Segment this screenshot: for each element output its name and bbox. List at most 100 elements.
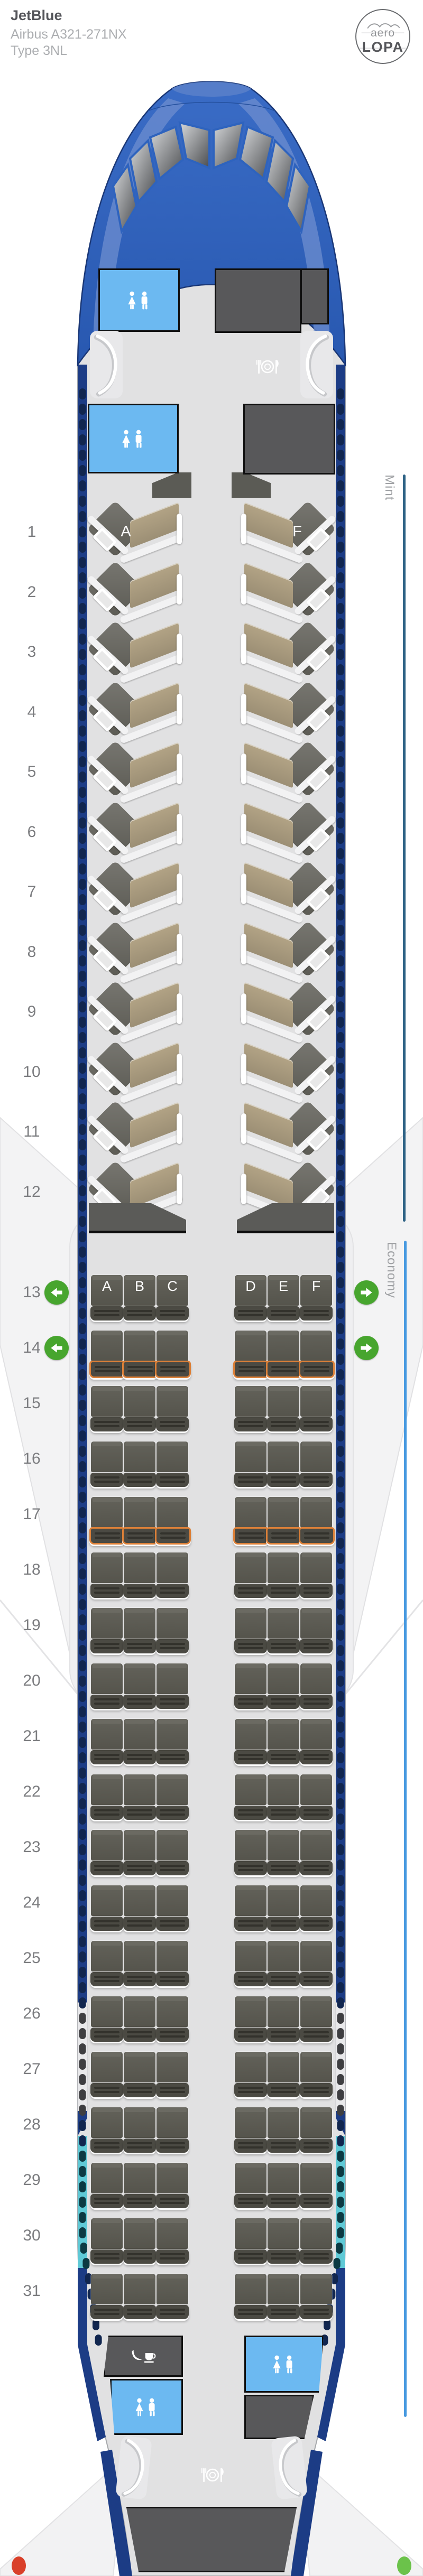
row-number-17: 17 bbox=[23, 1505, 41, 1523]
lavatory-rear-left bbox=[110, 2379, 183, 2435]
lavatory-front-left bbox=[98, 268, 180, 332]
seat-17A bbox=[89, 1497, 125, 1545]
economy-section-line bbox=[404, 1241, 407, 2417]
seat-20B bbox=[123, 1663, 156, 1710]
seat-19F bbox=[300, 1608, 333, 1654]
economy-row-16 bbox=[90, 1442, 333, 1488]
row-number-27: 27 bbox=[23, 2060, 41, 2078]
legend-dot-green bbox=[397, 2556, 411, 2575]
economy-row-28 bbox=[90, 2107, 333, 2154]
lavatory-rear-right bbox=[244, 2336, 324, 2393]
row-number-26: 26 bbox=[23, 2005, 41, 2022]
exit-arrow-right-13 bbox=[354, 1280, 379, 1305]
door-handle-icon bbox=[121, 2439, 144, 2497]
seat-16B bbox=[123, 1442, 156, 1488]
row-number-8: 8 bbox=[27, 943, 36, 961]
seat-11A bbox=[86, 1100, 186, 1164]
row-number-13: 13 bbox=[23, 1284, 41, 1301]
seat-21E bbox=[267, 1719, 300, 1765]
seat-7A bbox=[86, 860, 186, 924]
seat-15C bbox=[156, 1386, 189, 1433]
seat-23B bbox=[123, 1830, 156, 1876]
seat-29C bbox=[156, 2163, 189, 2209]
cabin-windows bbox=[79, 388, 344, 2346]
seat-25C bbox=[156, 1941, 189, 1987]
seat-18D bbox=[234, 1552, 267, 1599]
exit-arrow-icon bbox=[51, 1288, 62, 1297]
galley-aft bbox=[126, 2507, 297, 2572]
seat-letter-13E: E bbox=[278, 1278, 288, 1294]
seat-30B bbox=[123, 2218, 156, 2265]
seat-21C bbox=[156, 1719, 189, 1765]
seat-27F bbox=[300, 2052, 333, 2098]
aerolopa-logo[interactable]: aero LOPA bbox=[355, 9, 410, 64]
economy-row-30 bbox=[90, 2218, 333, 2265]
row-number-24: 24 bbox=[23, 1894, 41, 1911]
seat-3A bbox=[86, 620, 186, 684]
economy-row-15 bbox=[90, 1386, 333, 1433]
economy-row-26 bbox=[90, 1996, 333, 2043]
door-front-right bbox=[300, 331, 333, 398]
economy-section-label: Economy bbox=[384, 1242, 399, 1299]
economy-row-19 bbox=[90, 1608, 333, 1654]
seat-31E bbox=[267, 2274, 300, 2320]
exit-arrow-right-14 bbox=[354, 1336, 379, 1360]
seat-26A bbox=[90, 1996, 123, 2043]
door-handle-icon bbox=[94, 334, 117, 397]
economy-row-14 bbox=[44, 1331, 379, 1378]
seat-6A bbox=[86, 800, 186, 864]
seat-28D bbox=[234, 2107, 267, 2154]
seat-26C bbox=[156, 1996, 189, 2043]
monument-mid-left-base bbox=[89, 1231, 186, 1233]
economy-row-18 bbox=[90, 1552, 333, 1599]
seat-19E bbox=[267, 1608, 300, 1654]
seat-15A bbox=[90, 1386, 123, 1433]
seat-21B bbox=[123, 1719, 156, 1765]
seat-27B bbox=[123, 2052, 156, 2098]
seat-19D bbox=[234, 1608, 267, 1654]
mint-row-6 bbox=[86, 800, 337, 864]
row-number-4: 4 bbox=[27, 703, 36, 721]
seat-22B bbox=[123, 1774, 156, 1821]
seat-31C bbox=[156, 2274, 189, 2320]
seat-27D bbox=[234, 2052, 267, 2098]
airline-name: JetBlue bbox=[11, 7, 62, 23]
seat-25E bbox=[267, 1941, 300, 1987]
seat-22A bbox=[90, 1774, 123, 1821]
seat-21F bbox=[300, 1719, 333, 1765]
seat-18A bbox=[90, 1552, 123, 1599]
seat-29D bbox=[234, 2163, 267, 2209]
seat-20E bbox=[267, 1663, 300, 1710]
page-header: JetBlue Airbus A321-271NX Type 3NL bbox=[11, 7, 127, 59]
seat-22C bbox=[156, 1774, 189, 1821]
seat-28F bbox=[300, 2107, 333, 2154]
seat-19A bbox=[90, 1608, 123, 1654]
mint-row-5 bbox=[86, 740, 337, 804]
seat-2A bbox=[86, 560, 186, 624]
economy-row-23 bbox=[90, 1830, 333, 1876]
aircraft-type: Type 3NL bbox=[11, 43, 68, 58]
seat-18C bbox=[156, 1552, 189, 1599]
seat-13C: C bbox=[156, 1275, 189, 1322]
seat-27E bbox=[267, 2052, 300, 2098]
row-number-5: 5 bbox=[27, 763, 36, 780]
legend-dot-red bbox=[12, 2556, 26, 2575]
mint-row-3 bbox=[86, 620, 337, 684]
seat-22E bbox=[267, 1774, 300, 1821]
mint-row-4 bbox=[86, 680, 337, 744]
seat-17D bbox=[233, 1497, 269, 1545]
exit-arrow-icon bbox=[361, 1288, 372, 1297]
row-number-22: 22 bbox=[23, 1783, 41, 1800]
seat-22F bbox=[300, 1774, 333, 1821]
row-number-7: 7 bbox=[27, 883, 36, 900]
mint-row-11 bbox=[86, 1100, 337, 1164]
row-number-12: 12 bbox=[23, 1183, 41, 1201]
seat-20F bbox=[300, 1663, 333, 1710]
row-number-18: 18 bbox=[23, 1561, 41, 1578]
seat-30E bbox=[267, 2218, 300, 2265]
seat-14C bbox=[155, 1331, 191, 1378]
